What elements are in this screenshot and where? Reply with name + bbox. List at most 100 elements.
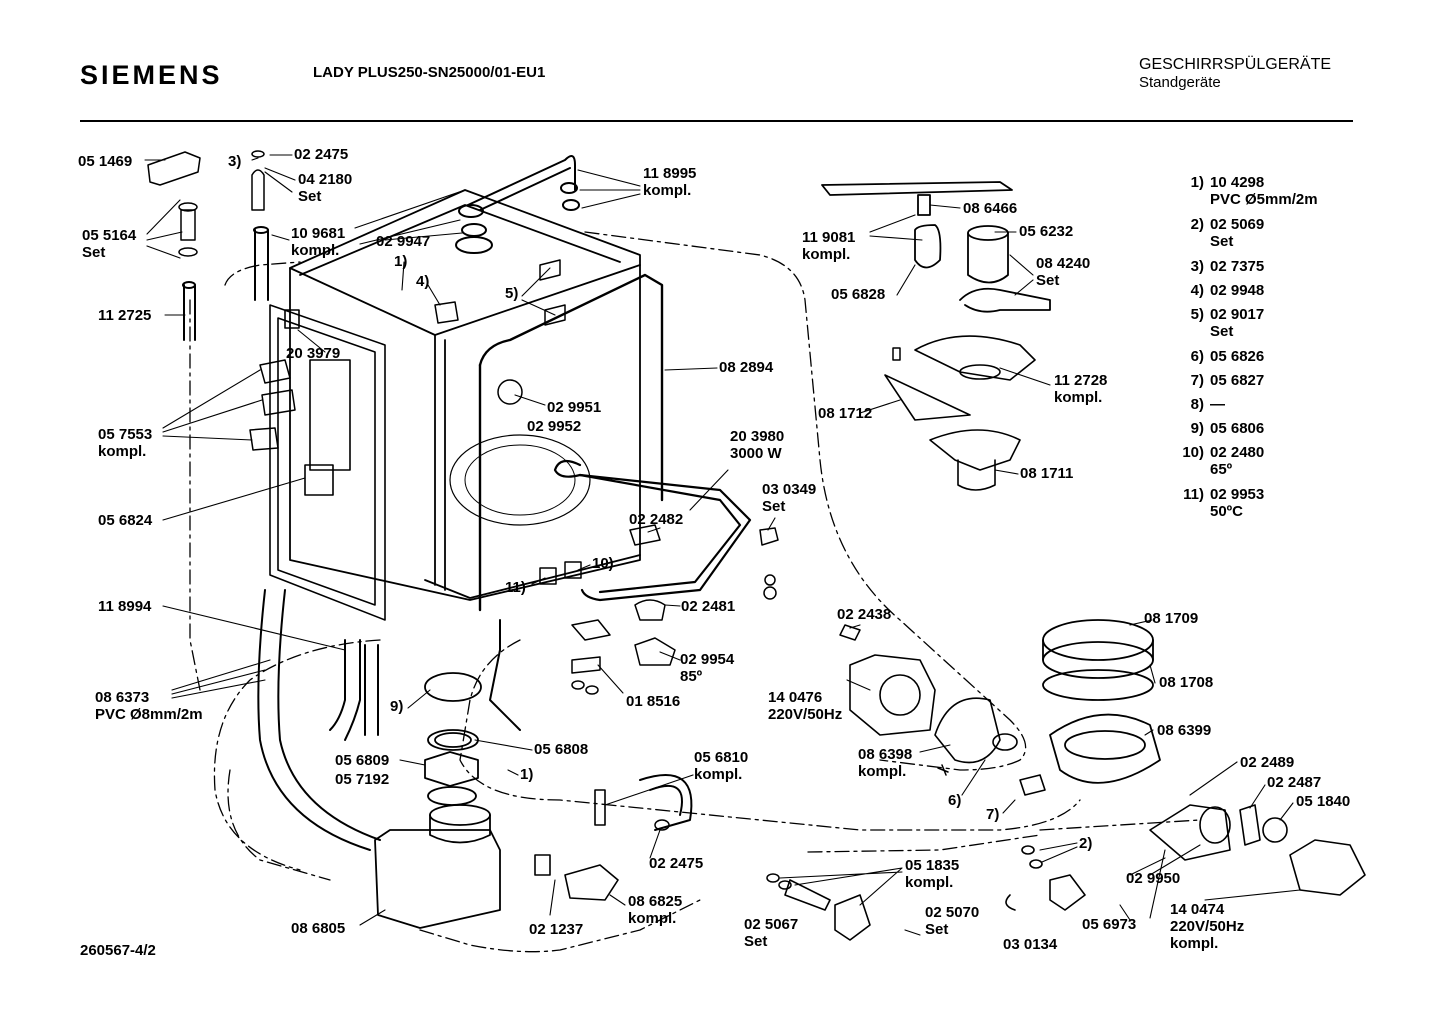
label-text: kompl. <box>98 443 147 460</box>
label-text: 02 2475 <box>649 855 704 872</box>
legend-text: 10 4298 <box>1210 174 1265 191</box>
label-text: 05 1469 <box>78 153 133 170</box>
legend-text: 65º <box>1210 461 1233 478</box>
legend-number: 10) <box>1182 444 1204 461</box>
label-text: 02 2487 <box>1267 774 1322 791</box>
label-ref-6: 6) <box>948 792 961 809</box>
legend-number: 9) <box>1190 420 1204 437</box>
label-text: 02 5070 <box>925 904 980 921</box>
small-parts <box>147 150 949 890</box>
label-text: 02 2481 <box>681 598 736 615</box>
label-05-6828: 05 6828 <box>831 286 885 303</box>
header-rule <box>80 120 1353 122</box>
top-spray-pipe <box>455 155 580 254</box>
label-text: 05 1840 <box>1296 793 1351 810</box>
label-text: kompl. <box>694 766 743 783</box>
label-text: 2) <box>1079 835 1093 852</box>
label-text: 220V/50Hz <box>768 706 843 723</box>
label-text: kompl. <box>1054 389 1103 406</box>
label-text: 02 2438 <box>837 606 892 623</box>
label-text: 05 7553 <box>98 426 153 443</box>
label-text: 85º <box>680 668 703 685</box>
spray-arm <box>821 181 1051 313</box>
legend-text: Set <box>1210 323 1234 340</box>
label-11-8994: 11 8994 <box>98 598 151 615</box>
label-text: kompl. <box>291 242 340 259</box>
legend-row: 7) 05 6827 <box>1170 372 1318 396</box>
label-ref-5: 5) <box>505 285 518 302</box>
label-text: kompl. <box>1170 935 1219 952</box>
label-text: Set <box>298 188 322 205</box>
legend-text: 02 9953 <box>1210 486 1265 503</box>
legend-text: PVC Ø5mm/2m <box>1210 191 1318 208</box>
label-01-8516: 01 8516 <box>626 693 680 710</box>
label-text: 11) <box>505 579 526 596</box>
label-text: 03 0134 <box>1003 936 1058 953</box>
label-text: 10 9681 <box>291 225 346 242</box>
legend-text: 05 6826 <box>1210 348 1265 365</box>
label-text: 08 4240 <box>1036 255 1091 272</box>
label-text: kompl. <box>628 910 677 927</box>
label-02-2438: 02 2438 <box>837 606 891 623</box>
legend-number: 2) <box>1190 216 1204 233</box>
label-text: Set <box>82 244 106 261</box>
brand-logo: SIEMENS <box>80 60 223 90</box>
label-text: 1) <box>394 253 408 270</box>
label-08-1712: 08 1712 <box>818 405 872 422</box>
label-ref-7: 7) <box>986 806 999 823</box>
legend-text: 02 7375 <box>1210 258 1265 275</box>
label-02-2489: 02 2489 <box>1240 754 1294 771</box>
filter-assembly <box>884 335 1036 491</box>
label-text: 02 2489 <box>1240 754 1295 771</box>
label-text: Set <box>925 921 949 938</box>
circulation-pump <box>849 654 1046 796</box>
label-text: 11 9081 <box>802 229 856 246</box>
legend-number: 8) <box>1190 396 1204 413</box>
label-text: 05 6808 <box>534 741 589 758</box>
legend-text: 05 6827 <box>1210 372 1265 389</box>
label-text: 02 9947 <box>376 233 431 250</box>
label-text: 08 6805 <box>291 920 346 937</box>
label-05-6824: 05 6824 <box>98 512 152 529</box>
label-ref-11: 11) <box>505 579 526 596</box>
label-08-6399: 08 6399 <box>1157 722 1211 739</box>
legend-number: 5) <box>1190 306 1204 323</box>
label-11-2725: 11 2725 <box>98 307 151 324</box>
label-text: 05 6973 <box>1082 916 1137 933</box>
label-08-2894: 08 2894 <box>719 359 773 376</box>
label-ref-9: 9) <box>390 698 403 715</box>
label-text: 02 5067 <box>744 916 799 933</box>
label-text: kompl. <box>802 246 851 263</box>
label-text: 05 6810 <box>694 749 749 766</box>
legend-text: 02 9948 <box>1210 282 1265 299</box>
label-03-0134: 03 0134 <box>1003 936 1057 953</box>
label-text: 01 8516 <box>626 693 681 710</box>
legend-text: 02 2480 <box>1210 444 1265 461</box>
label-text: 05 6232 <box>1019 223 1074 240</box>
legend-row: 8)— <box>1170 396 1318 420</box>
label-text: 11 8994 <box>98 598 152 615</box>
label-text: 08 6825 <box>628 893 683 910</box>
assembly-outline <box>189 231 1201 953</box>
label-05-7192: 05 7192 <box>335 771 389 788</box>
label-text: 05 6824 <box>98 512 153 529</box>
label-05-6232: 05 6232 <box>1019 223 1073 240</box>
legend-number: 7) <box>1190 372 1204 389</box>
label-text: Set <box>744 933 768 950</box>
legend-text: 02 9017 <box>1210 306 1265 323</box>
label-text: 220V/50Hz <box>1170 918 1245 935</box>
